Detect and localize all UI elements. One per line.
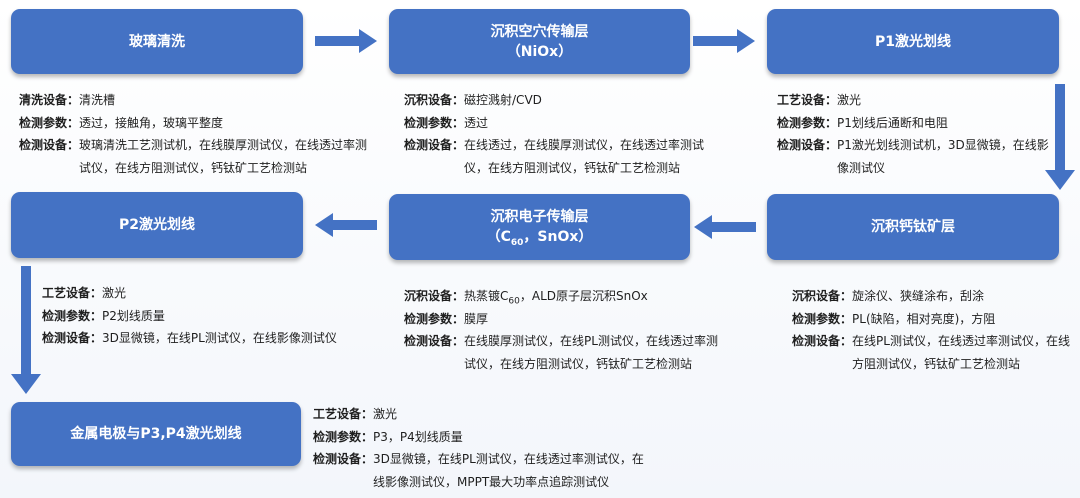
info-row: 检测设备：P1激光划线测试机，3D显微镜，在线影像测试仪 [777, 138, 1049, 175]
step-hole-transport-layer: 沉积空穴传输层 （NiOx） [389, 9, 690, 74]
info-row: 检测设备：3D显微镜，在线PL测试仪，在线影像测试仪 [42, 331, 337, 345]
step-title: P2激光划线 [118, 217, 195, 233]
arrow-down-icon [1045, 84, 1075, 190]
info-row: 工艺设备：激光 [777, 93, 862, 107]
info-row: 沉积设备：磁控溅射/CVD [404, 93, 542, 107]
info-p1-laser-scribing: 工艺设备：激光 检测参数：P1划线后通断和电阻 检测设备：P1激光划线测试机，3… [777, 89, 1059, 179]
info-row: 检测设备：在线膜厚测试仪，在线PL测试仪，在线透过率测试仪，在线方阻测试仪，钙钛… [404, 334, 718, 371]
info-row: 检测设备：在线PL测试仪，在线透过率测试仪，在线方阻测试仪，钙钛矿工艺检测站 [792, 334, 1070, 371]
info-p2-laser-scribing: 工艺设备：激光 检测参数：P2划线质量 检测设备：3D显微镜，在线PL测试仪，在… [42, 282, 372, 350]
step-subtitle: （C60，SnOx） [486, 229, 593, 248]
info-row: 检测设备：在线透过，在线膜厚测试仪，在线透过率测试仪，在线方阻测试仪，钙钛矿工艺… [404, 138, 705, 175]
info-row: 检测参数：透过，接触角，玻璃平整度 [19, 115, 224, 130]
info-row: 检测参数：透过 [404, 115, 489, 130]
step-title: 金属电极与P3,P4激光划线 [70, 426, 242, 442]
step-metal-electrode-p3-p4: 金属电极与P3,P4激光划线 [11, 402, 301, 466]
info-row: 检测参数：膜厚 [404, 311, 489, 326]
info-row: 沉积设备：旋涂仪、狭缝涂布，刮涂 [792, 289, 985, 303]
info-row: 检测参数：P1划线后通断和电阻 [777, 115, 948, 130]
info-row: 工艺设备：激光 [313, 407, 398, 421]
step-electron-transport-layer: 沉积电子传输层 （C60，SnOx） [389, 194, 690, 260]
info-metal-electrode-p3-p4: 工艺设备：激光 检测参数：P3，P4划线质量 检测设备：3D显微镜，在线PL测试… [313, 403, 651, 493]
step-title: 沉积空穴传输层 [490, 23, 589, 40]
info-row: 检测参数：PL(缺陷，相对亮度)，方阻 [792, 311, 996, 326]
info-row: 工艺设备：激光 [42, 286, 127, 300]
arrow-left-icon [694, 215, 756, 239]
info-glass-cleaning: 清洗设备：清洗槽 检测参数：透过，接触角，玻璃平整度 检测设备：玻璃清洗工艺测试… [19, 89, 369, 179]
info-electron-transport-layer: 沉积设备：热蒸镀C60，ALD原子层沉积SnOx 检测参数：膜厚 检测设备：在线… [404, 285, 720, 375]
info-row: 检测参数：P2划线质量 [42, 308, 165, 323]
info-row: 清洗设备：清洗槽 [19, 93, 116, 107]
info-row: 检测参数：P3，P4划线质量 [313, 429, 463, 444]
info-row: 检测设备：玻璃清洗工艺测试机，在线膜厚测试仪，在线透过率测试仪，在线方阻测试仪，… [19, 138, 368, 175]
step-title: 沉积电子传输层 [490, 209, 589, 225]
step-p1-laser-scribing: P1激光划线 [767, 9, 1059, 74]
arrow-down-icon [11, 266, 41, 394]
arrow-left-icon [315, 213, 377, 237]
info-perovskite-layer: 沉积设备：旋涂仪、狭缝涂布，刮涂 检测参数：PL(缺陷，相对亮度)，方阻 检测设… [792, 285, 1074, 375]
step-glass-cleaning: 玻璃清洗 [11, 9, 303, 74]
arrow-right-icon [315, 29, 377, 53]
step-title: P1激光划线 [874, 33, 951, 50]
step-p2-laser-scribing: P2激光划线 [11, 192, 303, 258]
info-row: 沉积设备：热蒸镀C60，ALD原子层沉积SnOx [404, 289, 648, 307]
step-title: 沉积钙钛矿层 [871, 219, 955, 235]
step-perovskite-layer: 沉积钙钛矿层 [767, 194, 1059, 260]
step-title: 玻璃清洗 [129, 33, 185, 50]
arrow-right-icon [693, 29, 755, 53]
info-hole-transport-layer: 沉积设备：磁控溅射/CVD 检测参数：透过 检测设备：在线透过，在线膜厚测试仪，… [404, 89, 720, 179]
info-row: 检测设备：3D显微镜，在线PL测试仪，在线透过率测试仪，在线影像测试仪，MPPT… [313, 452, 644, 489]
step-subtitle: （NiOx） [506, 43, 573, 60]
